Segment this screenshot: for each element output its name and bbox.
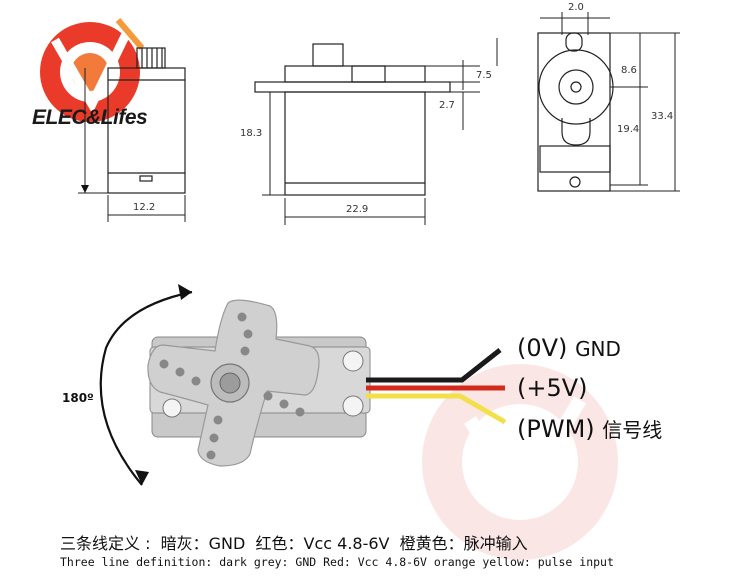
end-view (537, 32, 614, 192)
pwm-signal: (PWM) (517, 415, 595, 443)
caption-chinese: 三条线定义 : 暗灰：GND 红色：Vcc 4.8-6V 橙黄色：脉冲输入 (60, 534, 528, 553)
brand-name: ELEC&Lifes (32, 106, 148, 129)
watermark-logo (422, 364, 618, 560)
vcc-wire-label: (+5V) (517, 374, 588, 402)
servo-illustration (147, 299, 371, 467)
pwm-name: 信号线 (602, 418, 663, 442)
dim-front-width: 12.2 (133, 202, 155, 213)
gnd-name: GND (575, 337, 621, 361)
dim-side-height: 18.3 (240, 128, 262, 139)
dim-hole-width: 2.0 (568, 2, 584, 13)
dim-total-height: 33.4 (651, 111, 673, 122)
rotation-angle-label: 180º (62, 391, 94, 405)
brand-logo (40, 18, 145, 122)
dim-top-offset: 7.5 (476, 70, 492, 81)
front-width-dimension (107, 195, 186, 222)
dim-flange-thickness: 2.7 (439, 100, 455, 111)
end-dimensions (540, 12, 680, 192)
gnd-voltage: (0V) (517, 334, 568, 362)
dim-flange-height: 19.4 (617, 124, 639, 135)
vcc-voltage: (+5V) (517, 374, 588, 402)
pwm-wire-label: (PWM) 信号线 (517, 414, 662, 443)
dim-shaft-offset: 8.6 (621, 65, 637, 76)
wire-gnd (366, 348, 502, 383)
front-vertical-dimension (78, 68, 108, 194)
front-view (107, 47, 186, 194)
servo-wires (366, 348, 507, 425)
side-dimensions (262, 38, 498, 225)
rotation-arc (99, 284, 193, 486)
caption-english: Three line definition: dark grey: GND Re… (60, 555, 614, 569)
dim-side-width: 22.9 (346, 204, 368, 215)
side-view (254, 43, 451, 196)
wire-pwm (366, 393, 507, 425)
gnd-wire-label: (0V) GND (517, 334, 621, 362)
